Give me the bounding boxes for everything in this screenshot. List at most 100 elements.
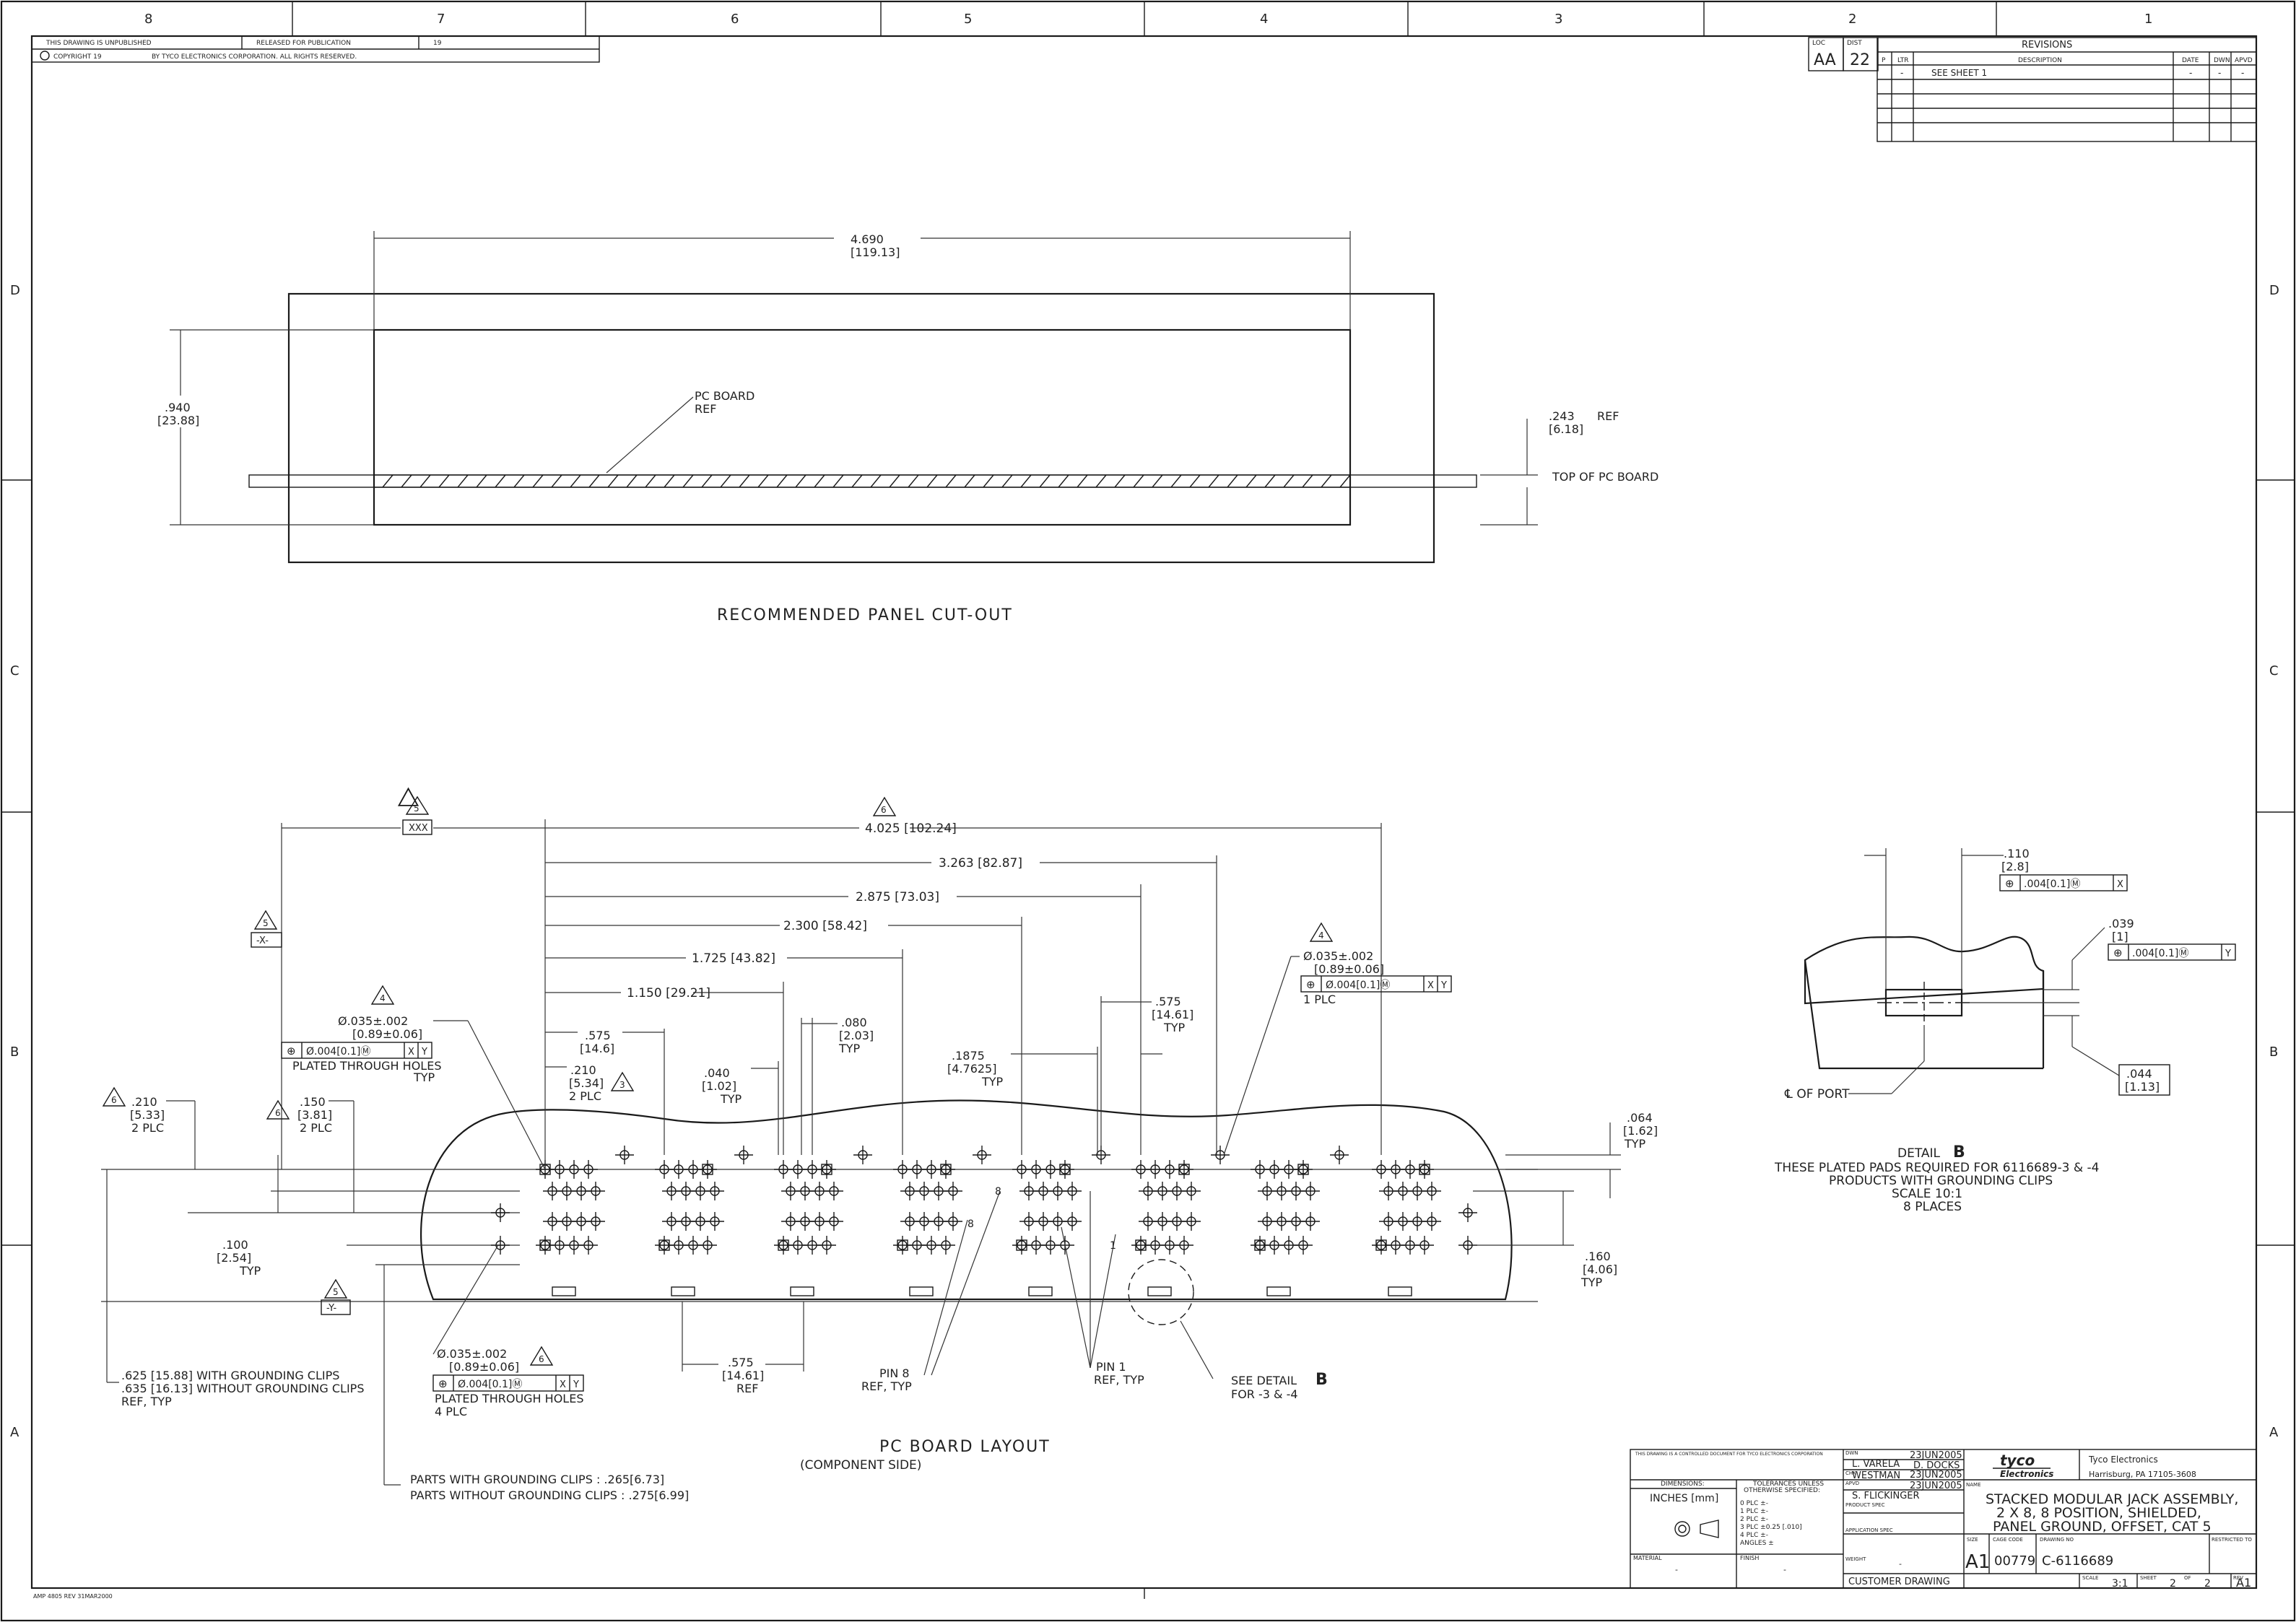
board-slot (1028, 1286, 1053, 1296)
position-icon: ⊕ (2113, 946, 2123, 959)
hatch-line (588, 474, 600, 488)
fcf-datum: Y (573, 1379, 579, 1390)
plated-hole (586, 1212, 605, 1231)
hatch-line (832, 474, 844, 488)
zone-col-label: 6 (731, 12, 739, 27)
zone-row-label: C (10, 663, 19, 679)
dim-1725: 1.725 [43.82] (692, 951, 775, 966)
ref-243-mm: [6.18] (1549, 422, 1583, 436)
plated-hole (491, 1203, 510, 1222)
dim-100-mm: [2.54] (217, 1251, 251, 1265)
hatch-line (401, 474, 412, 488)
zone-column-labels: 8 7 6 5 4 3 2 1 (144, 12, 2152, 27)
plated-hole (579, 1160, 598, 1179)
dimensions-value: INCHES [mm] (1650, 1493, 1718, 1504)
plated-hole (1415, 1236, 1434, 1255)
hatch-line (1245, 474, 1257, 488)
plated-hole (936, 1236, 955, 1255)
plated-hole (491, 1236, 510, 1255)
dim-100-in: .100 (222, 1238, 248, 1252)
tolerance-row: 2 PLC ±- (1740, 1516, 1768, 1523)
dim-575a-in: .575 (585, 1029, 611, 1042)
tolerance-row: 3 PLC ±0.25 [.010] (1740, 1524, 1802, 1531)
detail-title: DETAIL (1897, 1146, 1941, 1161)
dim-1875-in: .1875 (952, 1049, 985, 1063)
flag-number: 5 (333, 1287, 339, 1297)
panel-width-in: 4.690 (851, 232, 884, 246)
hatch-line (964, 474, 975, 488)
hatch-line (570, 474, 581, 488)
dim-100-typ: TYP (239, 1264, 261, 1278)
y-datum-label: -Y- (326, 1303, 337, 1314)
plated-hole (1012, 1236, 1031, 1255)
rev-header: DESCRIPTION (2018, 57, 2062, 64)
flag-number: 4 (1318, 930, 1324, 941)
plated-hole (825, 1182, 843, 1200)
hatch-line (720, 474, 731, 488)
scale-label: SCALE (2082, 1575, 2098, 1581)
fcf-value: Ø.004[0.1]Ⓜ (1326, 980, 1390, 991)
form-number: AMP 4805 REV 31MAR2000 (33, 1593, 113, 1600)
name-label: NAME (1966, 1482, 1981, 1488)
dim-1875-mm: [4.7625] (947, 1062, 996, 1076)
hatch-line (1077, 474, 1088, 488)
zone-col-label: 2 (1848, 12, 1856, 27)
sheet-label: SHEET (2140, 1575, 2157, 1581)
rev-header: APVD (2235, 57, 2253, 64)
title-block: THIS DRAWING IS A CONTROLLED DOCUMENT FO… (1630, 1449, 2257, 1590)
grounding-note-3: REF, TYP (121, 1395, 172, 1408)
hatch-line (1133, 474, 1144, 488)
tolerance-row: 0 PLC ±- (1740, 1500, 1768, 1507)
hatch-line (382, 474, 393, 488)
pin-8-number: 8 (967, 1218, 974, 1230)
plated-hole (853, 1146, 872, 1164)
dim-210b-in: .210 (131, 1095, 157, 1109)
dim-080-in: .080 (841, 1016, 867, 1029)
hatch-line (1152, 474, 1163, 488)
hatch-line (795, 474, 806, 488)
see-detail-label: SEE DETAIL (1231, 1374, 1297, 1387)
flag-6-left: 6 (102, 1086, 126, 1107)
drawing-no-value: C-6116689 (2042, 1553, 2113, 1569)
plated-hole (579, 1236, 598, 1255)
flag-3: 3 (610, 1071, 635, 1091)
tolerance-title: OTHERWISE SPECIFIED: (1744, 1487, 1820, 1494)
drawing-title-2: 2 X 8, 8 POSITION, SHIELDED, (1996, 1505, 2201, 1521)
rev-label: REV (2233, 1575, 2243, 1581)
zone-row-label: D (2269, 283, 2279, 298)
tyco-logo: tyco (2000, 1452, 2035, 1469)
board-slot (1388, 1286, 1412, 1296)
copyright-icon (40, 51, 50, 61)
ref-243-word: REF (1597, 409, 1619, 423)
dim-1150: 1.150 [29.21] (627, 986, 710, 1000)
dim-044-in: .044 (2126, 1067, 2152, 1081)
hatch-line (1020, 474, 1032, 488)
dim-040-in: .040 (704, 1066, 730, 1080)
hatch-line (1283, 474, 1295, 488)
dim-150-mm: [3.81] (297, 1108, 332, 1122)
parts-note-2: PARTS WITHOUT GROUNDING CLIPS : .275[6.9… (410, 1488, 689, 1502)
pin-8-label: PIN 8 (879, 1366, 910, 1380)
zone-row-label: A (10, 1425, 19, 1440)
plated-hole (1301, 1212, 1320, 1231)
hole-diameter: Ø.035±.002 (338, 1014, 408, 1028)
dim-3263: 3.263 [82.87] (939, 856, 1022, 871)
plated-hole (1182, 1212, 1201, 1231)
cage-code-value: 00779 (1994, 1553, 2035, 1569)
dim-210a-in: .210 (570, 1063, 596, 1077)
hatch-line (757, 474, 769, 488)
flag-number: 6 (111, 1095, 117, 1105)
detail-scale: SCALE 10:1 (1892, 1187, 1962, 1201)
plated-hole (586, 1182, 605, 1200)
pin-1-ref: REF, TYP (1094, 1373, 1144, 1387)
zone-row-label: A (2269, 1425, 2279, 1440)
detail-note-2: PRODUCTS WITH GROUNDING CLIPS (1829, 1174, 2053, 1188)
loc-value: AA (1814, 51, 1836, 69)
flag-5-top: 5 XXX (402, 795, 432, 835)
hatch-line (1001, 474, 1013, 488)
hatch-line (1095, 474, 1107, 488)
tolerance-title: TOLERANCES UNLESS (1752, 1481, 1824, 1488)
y-datum: 5 -Y- (321, 1278, 351, 1315)
hatch-line (438, 474, 450, 488)
dim-039-in: .039 (2108, 917, 2134, 930)
